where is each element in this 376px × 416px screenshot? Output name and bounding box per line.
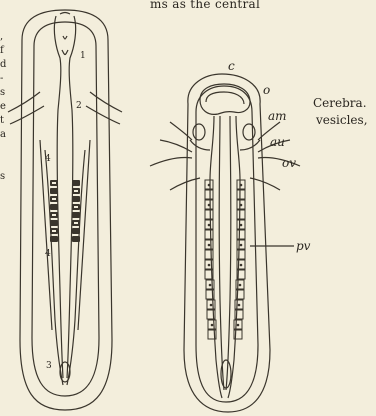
label-pv: pv <box>296 240 310 252</box>
label-au: au <box>270 136 285 148</box>
label-o: o <box>263 84 270 96</box>
label-ov: ov <box>282 157 296 169</box>
label-c: c <box>228 60 235 72</box>
label-am: am <box>268 110 287 122</box>
